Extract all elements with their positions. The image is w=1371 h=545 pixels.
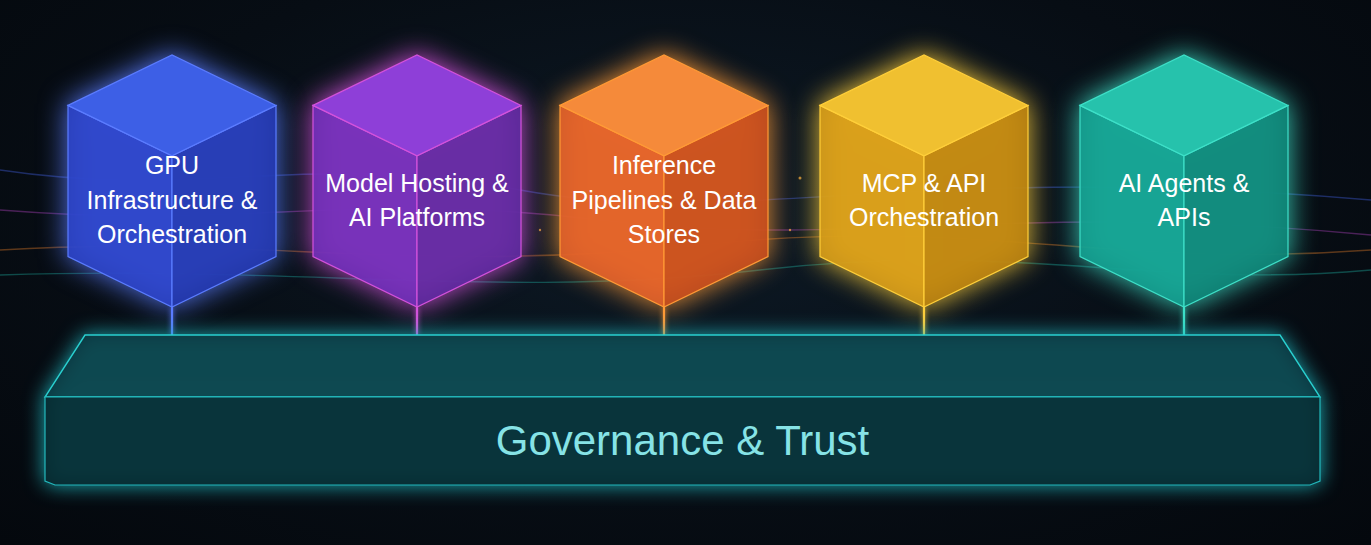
- layer-label: Model Hosting & AI Platforms: [319, 166, 515, 235]
- layer-cube: GPU Infrastructure & Orchestration: [68, 55, 276, 307]
- layer-label: MCP & API Orchestration: [834, 166, 1014, 235]
- layer-label: GPU Infrastructure & Orchestration: [74, 148, 270, 252]
- connector-line: [171, 307, 173, 335]
- governance-platform: Governance & Trust: [45, 335, 1320, 485]
- platform-label: Governance & Trust: [496, 417, 870, 465]
- layer-cube: Model Hosting & AI Platforms: [313, 55, 521, 307]
- cube-top-face: [68, 55, 276, 156]
- connector-line: [1183, 307, 1185, 335]
- shape-outline: [68, 55, 276, 307]
- spark: [799, 177, 802, 180]
- platform-top: [45, 335, 1320, 397]
- connector-line: [416, 307, 418, 335]
- layer-cube: Inference Pipelines & Data Stores: [560, 55, 768, 307]
- cube-top-face: [820, 55, 1028, 156]
- shape-outline: [560, 55, 768, 307]
- spark: [539, 229, 541, 231]
- cube-top-face: [1080, 55, 1288, 156]
- layer-label: Inference Pipelines & Data Stores: [566, 148, 762, 252]
- platform-front: [45, 397, 1320, 485]
- connector-line: [923, 307, 925, 335]
- layer-cube: AI Agents & APIs: [1080, 55, 1288, 307]
- spark: [789, 229, 791, 231]
- layer-cube: MCP & API Orchestration: [820, 55, 1028, 307]
- cube-top-face: [560, 55, 768, 156]
- cube-top-face: [313, 55, 521, 156]
- connector-line: [663, 307, 665, 335]
- layer-label: AI Agents & APIs: [1094, 166, 1274, 235]
